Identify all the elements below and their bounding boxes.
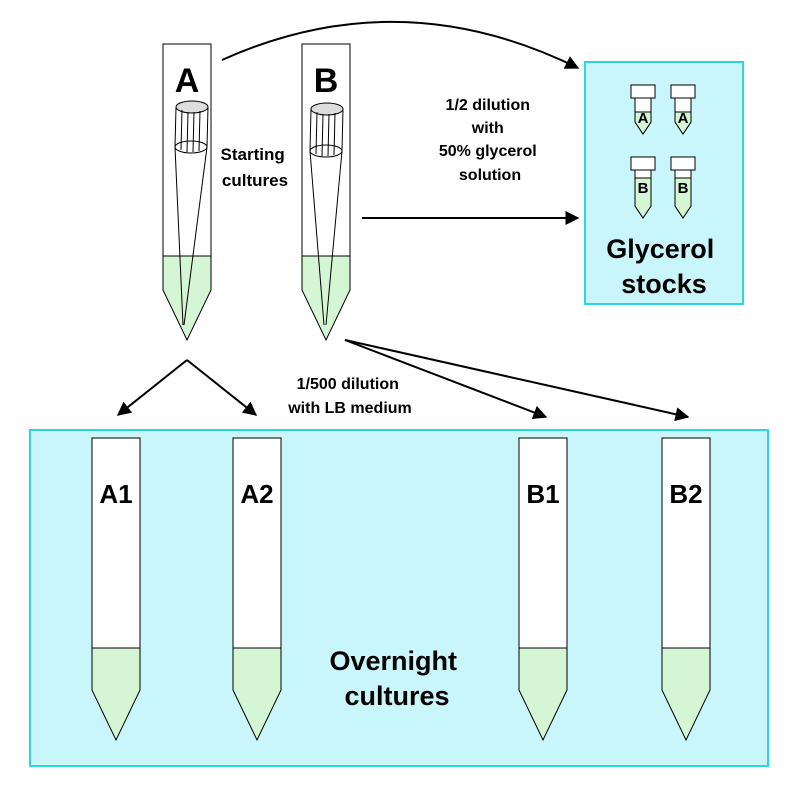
starting-tube-b-label: B <box>314 62 339 100</box>
overnight-cultures-title: Overnight cultures <box>329 646 464 711</box>
starting-tube-a-label: A <box>175 62 200 100</box>
overnight-tube-label: B1 <box>526 479 559 509</box>
glycerol-stocks-title: Glycerol stocks <box>606 234 722 299</box>
arrow-b-to-b2 <box>344 339 690 422</box>
overnight-dilution-text: 1/500 dilution with LB medium <box>287 376 412 417</box>
starting-tube-a: A <box>162 43 212 342</box>
glycerol-vial-label: A <box>678 110 689 127</box>
overnight-tube-b2: B2 <box>661 437 711 742</box>
pipette-tip-icon <box>174 100 209 326</box>
arrow-a-to-a2 <box>186 359 258 416</box>
pipette-tip-icon <box>309 102 344 326</box>
glycerol-vial: A <box>670 84 696 135</box>
starting-tube-b: B <box>301 43 351 342</box>
glycerol-vial: B <box>670 156 696 219</box>
overnight-tube-a1: A1 <box>91 437 141 742</box>
glycerol-vial-label: B <box>638 180 649 197</box>
overnight-tube-label: A1 <box>99 479 132 509</box>
arrow-a-to-glycerol <box>221 21 580 69</box>
glycerol-vial-label: B <box>678 180 689 197</box>
glycerol-vial-label: A <box>638 110 649 127</box>
overnight-tube-label: A2 <box>240 479 273 509</box>
overnight-tube-a2: A2 <box>232 437 282 742</box>
overnight-cultures-box <box>29 429 769 767</box>
overnight-tube-b1: B1 <box>518 437 568 742</box>
arrow-a-to-a1 <box>116 359 188 416</box>
starting-cultures-caption: Starting cultures <box>221 145 290 190</box>
overnight-tube-label: B2 <box>669 479 702 509</box>
glycerol-dilution-text: 1/2 dilution with 50% glycerol solution <box>439 97 541 184</box>
arrow-b-to-b1 <box>344 339 548 420</box>
glycerol-vial: A <box>630 84 656 135</box>
glycerol-vial: B <box>630 156 656 219</box>
glycerol-stocks-box <box>584 61 744 305</box>
